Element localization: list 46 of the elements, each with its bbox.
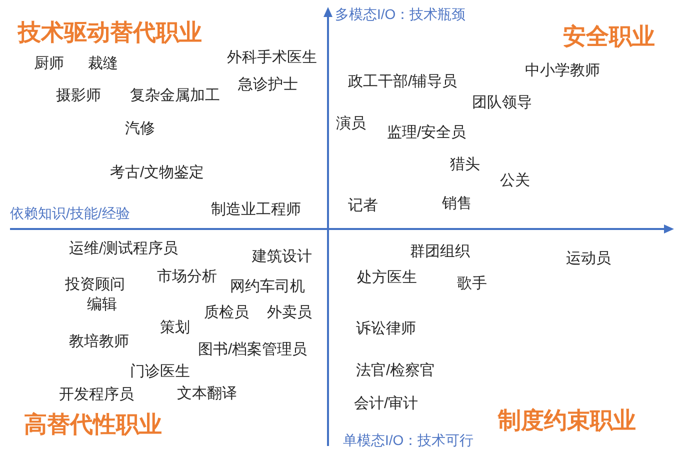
occupation-label: 市场分析 <box>157 268 217 286</box>
occupation-label: 投资顾问 <box>65 276 125 294</box>
quadrant-title: 安全职业 <box>563 22 655 50</box>
occupation-label: 群团组织 <box>410 243 470 261</box>
occupation-label: 监理/安全员 <box>387 124 466 142</box>
occupation-label: 诉讼律师 <box>356 320 416 338</box>
occupation-label: 运维/测试程序员 <box>69 240 178 258</box>
occupation-label: 建筑设计 <box>252 248 312 266</box>
axis-label: 多模态I/O：技术瓶颈 <box>335 6 466 22</box>
occupation-label: 门诊医生 <box>130 363 190 381</box>
occupation-label: 质检员 <box>204 304 249 322</box>
occupation-label: 猎头 <box>450 156 480 174</box>
occupation-label: 会计/审计 <box>354 395 418 413</box>
occupation-label: 编辑 <box>87 296 117 314</box>
occupation-label: 急诊护士 <box>238 76 298 94</box>
occupation-label: 外科手术医生 <box>227 49 317 67</box>
axis-label: 依赖知识/技能/经验 <box>10 204 130 222</box>
quadrant-title: 制度约束职业 <box>498 406 636 434</box>
occupation-label: 中小学教师 <box>525 62 600 80</box>
occupation-label: 策划 <box>160 319 190 337</box>
occupation-label: 团队领导 <box>472 94 532 112</box>
occupation-label: 汽修 <box>125 120 155 138</box>
occupation-label: 制造业工程师 <box>211 201 301 219</box>
occupation-label: 文本翻译 <box>177 385 237 403</box>
occupation-label: 教培教师 <box>69 333 129 351</box>
occupation-label: 考古/文物鉴定 <box>110 164 204 182</box>
occupation-label: 图书/档案管理员 <box>198 341 308 359</box>
occupation-label: 政工干部/辅导员 <box>348 73 458 91</box>
occupation-label: 销售 <box>442 195 472 213</box>
occupation-label: 网约车司机 <box>230 278 305 296</box>
quadrant-title: 技术驱动替代职业 <box>18 18 202 46</box>
occupation-label: 演员 <box>336 115 366 133</box>
occupation-label: 法官/检察官 <box>356 362 436 380</box>
axis-label: 单模态I/O：技术可行 <box>343 432 474 448</box>
occupation-label: 处方医生 <box>357 269 417 287</box>
occupation-label: 公关 <box>500 172 530 190</box>
occupation-label: 厨师 <box>34 55 64 73</box>
occupation-label: 复杂金属加工 <box>130 87 220 105</box>
occupation-label: 开发程序员 <box>59 386 134 404</box>
quadrant-title: 高替代性职业 <box>24 410 162 438</box>
occupation-label: 记者 <box>348 197 378 215</box>
occupation-label: 运动员 <box>566 250 611 268</box>
occupation-label: 摄影师 <box>56 87 101 105</box>
occupation-label: 外卖员 <box>267 304 312 322</box>
occupation-label: 裁缝 <box>88 55 118 73</box>
occupation-label: 歌手 <box>457 275 487 293</box>
